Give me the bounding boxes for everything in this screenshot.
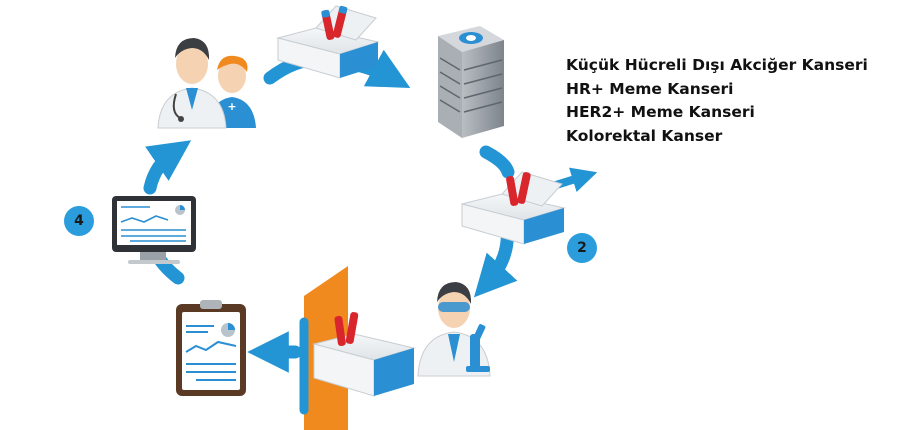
scientist-microscope-icon [417, 282, 491, 377]
cancer-type-list: Küçük Hücreli Dışı Akciğer Kanseri HR+ M… [566, 54, 868, 148]
sample-box-icon [461, 171, 566, 245]
step-number: 2 [577, 240, 587, 256]
monitor-report-icon [112, 196, 196, 264]
svg-text:+: + [227, 100, 236, 113]
sample-box-icon [276, 5, 380, 79]
cancer-type-item: Küçük Hücreli Dışı Akciğer Kanseri [566, 56, 868, 74]
arrow-monitor-to-doctor [143, 140, 192, 195]
step-badge-4: 4 [64, 206, 94, 236]
lab-building-icon [438, 26, 504, 138]
cancer-type-item: Kolorektal Kanser [566, 126, 723, 145]
doctor-patient-icon: + [157, 38, 256, 129]
arrow-building-to-box [479, 145, 515, 179]
clipboard-report-icon [176, 300, 246, 396]
cancer-type-item: HR+ Meme Kanseri [566, 79, 734, 98]
step-number: 4 [74, 213, 84, 229]
sample-box-icon [299, 266, 416, 430]
step-badge-2: 2 [567, 233, 597, 263]
cancer-type-item: HER2+ Meme Kanseri [566, 103, 755, 121]
